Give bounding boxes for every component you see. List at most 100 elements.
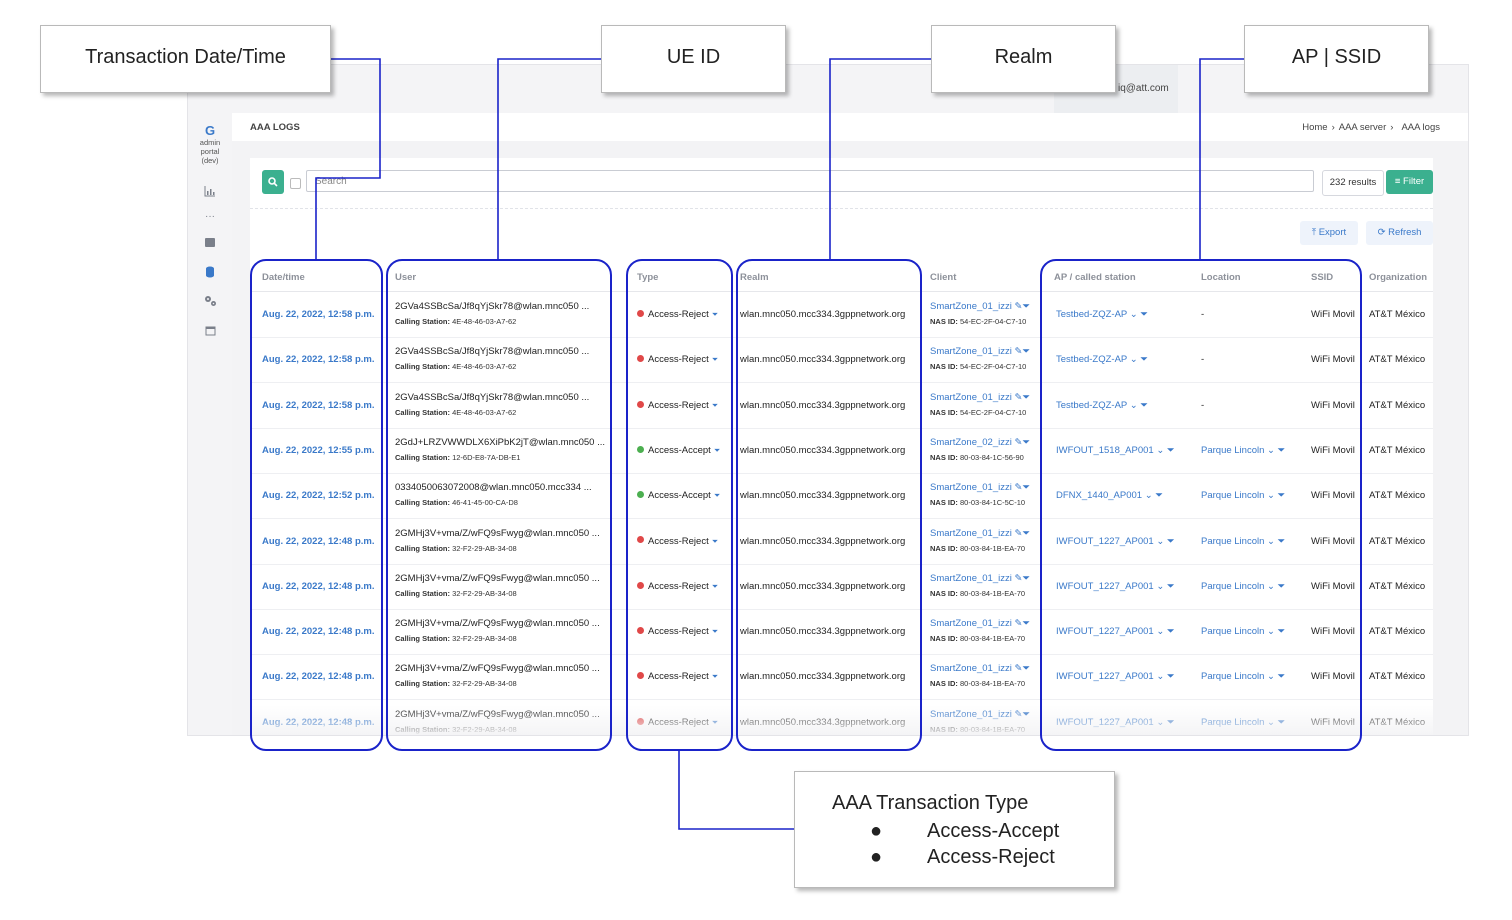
col-organization[interactable]: Organization [1369,272,1428,283]
row-location-link[interactable]: Parque Lincoln ⌄ ⏷ [1201,626,1285,637]
row-date-link[interactable]: Aug. 22, 2022, 12:48 p.m. [262,626,375,638]
table-row[interactable]: Aug. 22, 2022, 12:58 p.m.2GVa4SSBcSa/Jf8… [250,292,1433,338]
row-client-link[interactable]: SmartZone_01_izzi ✎⏷ [930,392,1030,403]
filter-icon[interactable]: ⏷ [1140,399,1148,411]
col-ssid[interactable]: SSID [1311,272,1334,283]
chevron-down-icon[interactable]: ⌄ [1267,490,1275,502]
filter-icon[interactable]: ⏷ [1140,309,1148,320]
chevron-down-icon[interactable]: ⌄ [1267,671,1275,683]
row-client-link[interactable]: SmartZone_01_izzi ✎⏷ [930,573,1030,584]
row-ap-link[interactable]: IWFOUT_1227_AP001 ⌄ ⏷ [1056,626,1175,637]
search-input[interactable]: Search [306,170,1314,192]
filter-icon[interactable]: ⏷ [711,355,719,365]
row-date-link[interactable]: Aug. 22, 2022, 12:58 p.m. [262,354,375,366]
calendar-icon[interactable] [202,325,218,339]
edit-icon[interactable]: ✎ [1014,663,1023,675]
row-ap-link[interactable]: Testbed-ZQZ-AP ⌄ ⏷ [1056,400,1148,411]
row-date-link[interactable]: Aug. 22, 2022, 12:48 p.m. [262,671,375,683]
row-ap-link[interactable]: IWFOUT_1227_AP001 ⌄ ⏷ [1056,581,1175,592]
filter-icon[interactable]: ⏷ [711,536,719,546]
table-row[interactable]: Aug. 22, 2022, 12:48 p.m.2GMHj3V+vma/Z/w… [250,654,1433,701]
brand-logo[interactable]: G admin portal (dev) [188,123,232,165]
gears-icon[interactable] [202,295,218,309]
row-ap-link[interactable]: DFNX_1440_AP001 ⌄ ⏷ [1056,490,1163,501]
table-row[interactable]: Aug. 22, 2022, 12:52 p.m.033405006307200… [250,473,1433,520]
refresh-button[interactable]: ⟳ Refresh [1366,221,1433,245]
row-client-link[interactable]: SmartZone_01_izzi ✎⏷ [930,618,1030,629]
filter-icon[interactable]: ⏷ [711,310,719,319]
filter-icon[interactable]: ⏷ [1166,626,1175,638]
filter-icon[interactable]: ⏷ [1022,618,1031,630]
row-location-link[interactable]: Parque Lincoln ⌄ ⏷ [1201,445,1285,456]
table-row[interactable]: Aug. 22, 2022, 12:48 p.m.2GMHj3V+vma/Z/w… [250,519,1433,565]
table-row[interactable]: Aug. 22, 2022, 12:55 p.m.2GdJ+LRZVWWDLX6… [250,428,1433,474]
col-location[interactable]: Location [1201,272,1241,283]
edit-icon[interactable]: ✎ [1014,618,1023,630]
export-button[interactable]: ⤒ Export [1300,221,1358,245]
table-row[interactable]: Aug. 22, 2022, 12:48 p.m.2GMHj3V+vma/Z/w… [250,609,1433,656]
filter-icon[interactable]: ⏷ [1022,436,1031,448]
filter-icon[interactable]: ⏷ [1277,580,1286,592]
edit-icon[interactable]: ✎ [1014,301,1023,312]
filter-icon[interactable]: ⏷ [711,672,719,682]
chevron-down-icon[interactable]: ⌄ [1156,535,1165,547]
row-ap-link[interactable]: Testbed-ZQZ-AP ⌄ ⏷ [1056,309,1148,320]
col-user[interactable]: User [395,272,417,283]
row-date-link[interactable]: Aug. 22, 2022, 12:58 p.m. [262,309,375,320]
breadcrumb-home[interactable]: Home [1302,122,1328,133]
breadcrumb-aaa-server[interactable]: AAA server [1338,122,1387,133]
filter-icon[interactable]: ⏷ [711,400,719,410]
row-client-link[interactable]: SmartZone_01_izzi ✎⏷ [930,482,1030,493]
row-client-link[interactable]: SmartZone_01_izzi ✎⏷ [930,346,1030,357]
filter-icon[interactable]: ⏷ [1022,572,1031,584]
chevron-down-icon[interactable]: ⌄ [1156,671,1165,683]
filter-icon[interactable]: ⏷ [1022,391,1031,403]
row-date-link[interactable]: Aug. 22, 2022, 12:48 p.m. [262,535,375,547]
filter-icon[interactable]: ⏷ [1022,301,1031,312]
database-icon[interactable] [202,266,218,280]
edit-icon[interactable]: ✎ [1014,572,1023,584]
row-date-link[interactable]: Aug. 22, 2022, 12:58 p.m. [262,399,375,411]
col-type[interactable]: Type [637,272,659,283]
filter-icon[interactable]: ⏷ [1277,671,1286,683]
table-row[interactable]: Aug. 22, 2022, 12:58 p.m.2GVa4SSBcSa/Jf8… [250,337,1433,384]
filter-icon[interactable]: ⏷ [713,445,721,455]
select-all-checkbox[interactable] [290,178,301,189]
row-location-link[interactable]: Parque Lincoln ⌄ ⏷ [1201,490,1285,501]
edit-icon[interactable]: ✎ [1014,391,1023,403]
row-date-link[interactable]: Aug. 22, 2022, 12:52 p.m. [262,490,375,502]
edit-icon[interactable]: ✎ [1014,346,1023,358]
filter-icon[interactable]: ⏷ [1166,580,1175,592]
filter-icon[interactable]: ⏷ [713,491,721,501]
col-realm[interactable]: Realm [740,272,769,283]
filter-icon[interactable]: ⏷ [711,627,719,637]
chevron-down-icon[interactable]: ⌄ [1129,309,1138,320]
chevron-down-icon[interactable]: ⌄ [1156,444,1165,456]
col-client[interactable]: Client [930,272,957,283]
row-date-link[interactable]: Aug. 22, 2022, 12:55 p.m. [262,444,375,456]
chevron-down-icon[interactable]: ⌄ [1144,490,1153,502]
filter-icon[interactable]: ⏷ [1277,535,1286,547]
row-client-link[interactable]: SmartZone_01_izzi ✎⏷ [930,663,1030,674]
filter-icon[interactable]: ⏷ [1277,490,1286,502]
row-date-link[interactable]: Aug. 22, 2022, 12:48 p.m. [262,580,375,592]
row-ap-link[interactable]: IWFOUT_1227_AP001 ⌄ ⏷ [1056,671,1175,682]
row-ap-link[interactable]: IWFOUT_1518_AP001 ⌄ ⏷ [1056,445,1175,456]
filter-icon[interactable]: ⏷ [1022,663,1031,675]
filter-icon[interactable]: ⏷ [1277,444,1286,456]
filter-icon[interactable]: ⏷ [1022,527,1031,539]
filter-button[interactable]: ≡ Filter [1386,170,1433,194]
row-ap-link[interactable]: IWFOUT_1227_AP001 ⌄ ⏷ [1056,536,1175,547]
edit-icon[interactable]: ✎ [1014,436,1023,448]
filter-icon[interactable]: ⏷ [1022,482,1031,494]
chevron-down-icon[interactable]: ⌄ [1267,580,1275,592]
row-location-link[interactable]: Parque Lincoln ⌄ ⏷ [1201,581,1285,592]
filter-icon[interactable]: ⏷ [1166,535,1175,547]
search-button[interactable] [262,170,284,194]
more-icon[interactable]: ··· [205,211,215,222]
row-client-link[interactable]: SmartZone_01_izzi ✎⏷ [930,301,1030,312]
chevron-down-icon[interactable]: ⌄ [1267,535,1275,547]
filter-icon[interactable]: ⏷ [1166,444,1175,456]
chevron-down-icon[interactable]: ⌄ [1267,444,1275,456]
filter-icon[interactable]: ⏷ [1277,626,1286,638]
